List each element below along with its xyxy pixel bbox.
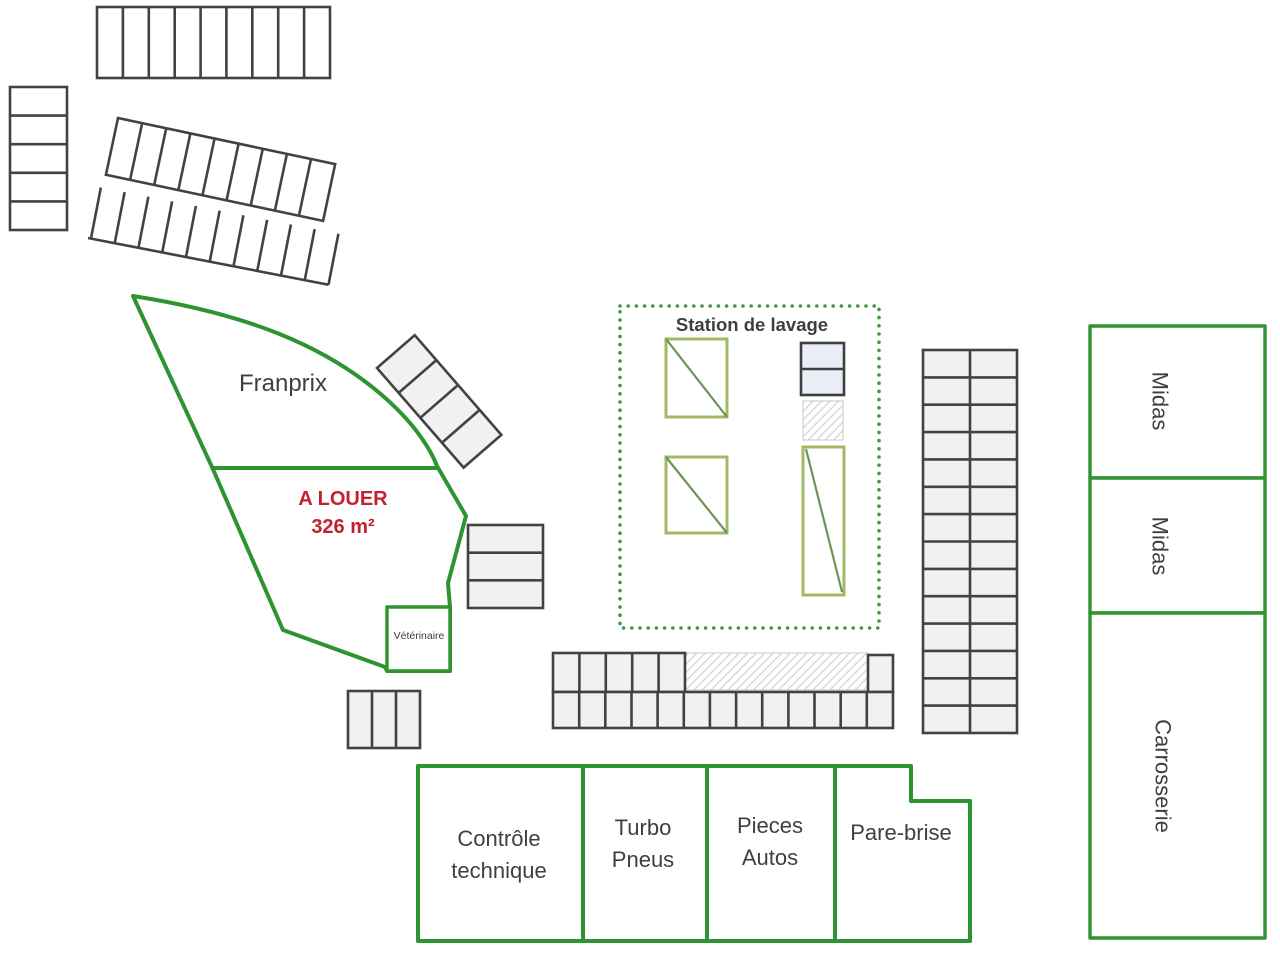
franprix-outline [131,294,468,673]
controle-label-line1: Contrôle [457,826,540,851]
parking-rotated-row-closed [104,116,337,223]
controle-label-line2: technique [451,858,546,883]
wash-bay-1 [664,337,729,419]
parking-two-row-block [551,651,895,730]
carrosserie-label: Carrosserie [1150,719,1175,833]
a-louer-label-line2: 326 m² [311,516,375,538]
franprix-parcel: Franprix A LOUER 326 m² [131,294,468,673]
midas-2-label: Midas [1147,517,1172,576]
unit-carrosserie: Carrosserie [1088,611,1267,940]
turbo-label-line1: Turbo [615,815,672,840]
station-hatch-area [802,400,844,441]
parking-block-3col [346,689,422,750]
station-lavage: Station de lavage [618,304,881,630]
unit-midas-2: Midas [1088,476,1267,615]
turbo-label-line2: Pneus [612,847,674,872]
pieces-label-line2: Autos [742,845,798,870]
wash-lane [801,445,846,597]
franprix-label: Franprix [239,370,327,397]
veterinaire-unit: Vétérinaire [385,605,452,673]
parking-row-top [95,5,332,80]
parking-hatch-strip [684,652,869,691]
midas-1-label: Midas [1147,372,1172,431]
parking-column-left [8,85,69,232]
station-title: Station de lavage [676,314,828,335]
pieces-label-line1: Pieces [737,813,803,838]
parking-rotated-row-open [87,187,340,287]
unit-turbo-pneus: Turbo Pneus [581,764,709,943]
unit-pare-brise: Pare-brise [833,764,972,943]
parking-double-column [921,348,1019,735]
veterinaire-label: Vétérinaire [394,630,445,642]
unit-pieces-autos: Pieces Autos [705,764,837,943]
unit-midas-1: Midas [1088,324,1267,480]
a-louer-label-line1: A LOUER [298,488,388,510]
parking-block-3row [466,523,545,610]
unit-controle-technique: Contrôle technique [416,764,585,943]
pare-brise-label: Pare-brise [850,820,951,845]
wash-bay-2 [664,455,729,535]
parking-strip-franprix [375,333,504,470]
station-dotted-border [618,304,881,630]
station-equipment-box [799,341,846,397]
